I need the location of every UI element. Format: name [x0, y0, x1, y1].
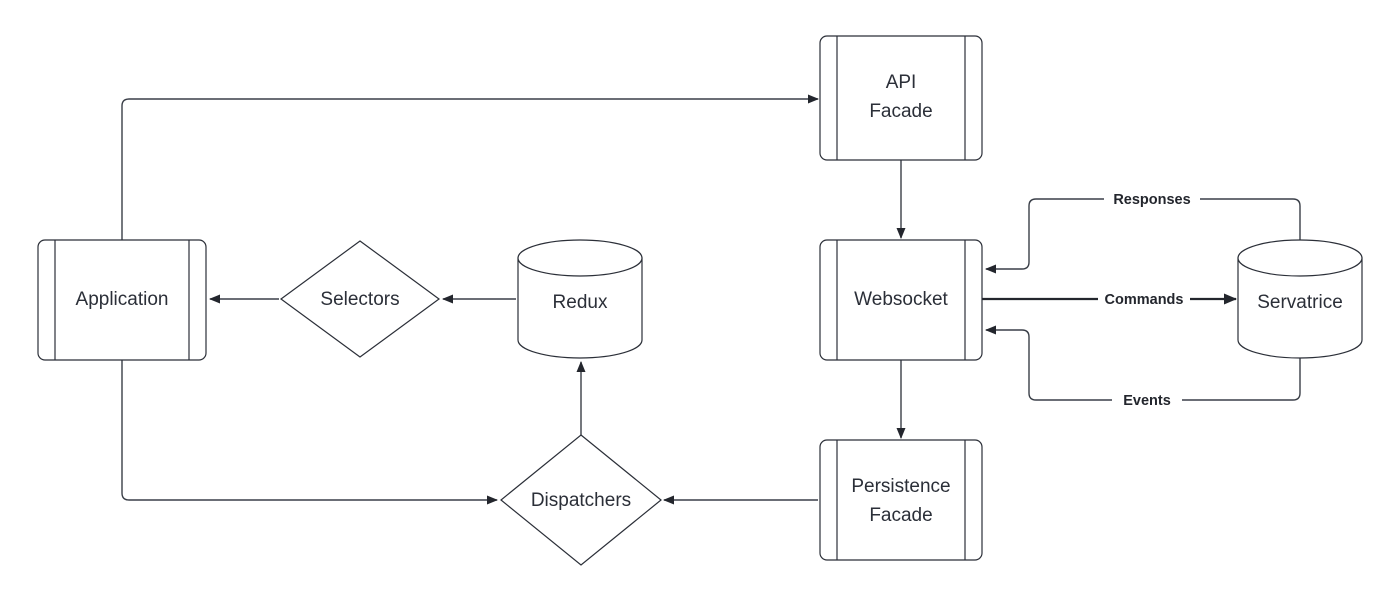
node-websocket[interactable]: Websocket: [819, 239, 983, 361]
node-label-redux: Redux: [553, 292, 608, 313]
edge-servatrice-to-websocket-responses: Responses: [985, 189, 1301, 274]
node-label-servatrice: Servatrice: [1257, 292, 1343, 313]
node-api-facade[interactable]: API Facade: [819, 35, 983, 161]
node-selectors[interactable]: Selectors: [279, 240, 441, 358]
commands-label-bg: [1098, 289, 1190, 310]
node-label-application: Application: [76, 289, 169, 310]
node-servatrice[interactable]: Servatrice: [1237, 239, 1363, 359]
node-persistence-facade[interactable]: Persistence Facade: [819, 439, 983, 561]
node-dispatchers[interactable]: Dispatchers: [500, 434, 662, 566]
responses-label-bg: [1104, 189, 1200, 210]
node-label-persistence-facade-line2: Facade: [869, 505, 932, 526]
edge-application-to-api-facade: [121, 94, 819, 240]
node-label-dispatchers: Dispatchers: [531, 490, 631, 511]
edge-websocket-to-servatrice: Commands: [982, 289, 1237, 310]
node-application[interactable]: Application: [37, 239, 207, 361]
node-label-websocket: Websocket: [854, 289, 948, 310]
edge-application-to-dispatchers: [121, 360, 498, 505]
edge-label-commands: Commands: [1105, 292, 1184, 308]
node-redux[interactable]: Redux: [517, 239, 643, 359]
edge-label-events: Events: [1123, 393, 1171, 409]
events-label-bg: [1112, 390, 1182, 411]
node-label-api-facade-line1: API: [886, 72, 917, 93]
edge-servatrice-to-websocket-events: Events: [985, 325, 1301, 411]
node-label-api-facade-line2: Facade: [869, 101, 932, 122]
node-label-persistence-facade-line1: Persistence: [851, 476, 950, 497]
node-label-selectors: Selectors: [320, 289, 399, 310]
edge-label-responses: Responses: [1113, 192, 1190, 208]
